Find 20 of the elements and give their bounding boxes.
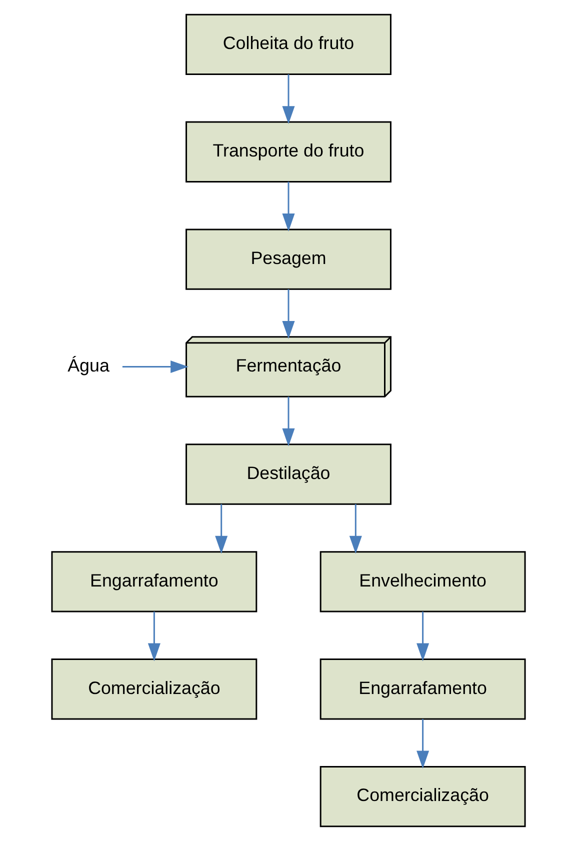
arrow [282,289,294,339]
node-box: Comercialização [319,766,526,828]
node-box: Comercialização [50,658,257,720]
node-box: Engarrafamento [319,658,526,720]
arrow [348,504,362,554]
arrow [214,504,228,554]
arrow [282,74,294,124]
arrow [122,360,188,374]
arrow [282,182,294,232]
node-box: Envelhecimento [319,551,526,612]
node-box: Colheita do fruto [185,14,391,76]
node-box: Destilação [185,444,391,505]
arrow [416,612,429,662]
node-box: Engarrafamento [50,551,257,612]
node-box: Transporte do fruto [185,121,391,182]
arrow [282,396,294,446]
node-box: Pesagem [185,228,391,290]
node-text: Água [67,355,109,376]
arrow [416,719,429,769]
arrow [147,612,160,662]
